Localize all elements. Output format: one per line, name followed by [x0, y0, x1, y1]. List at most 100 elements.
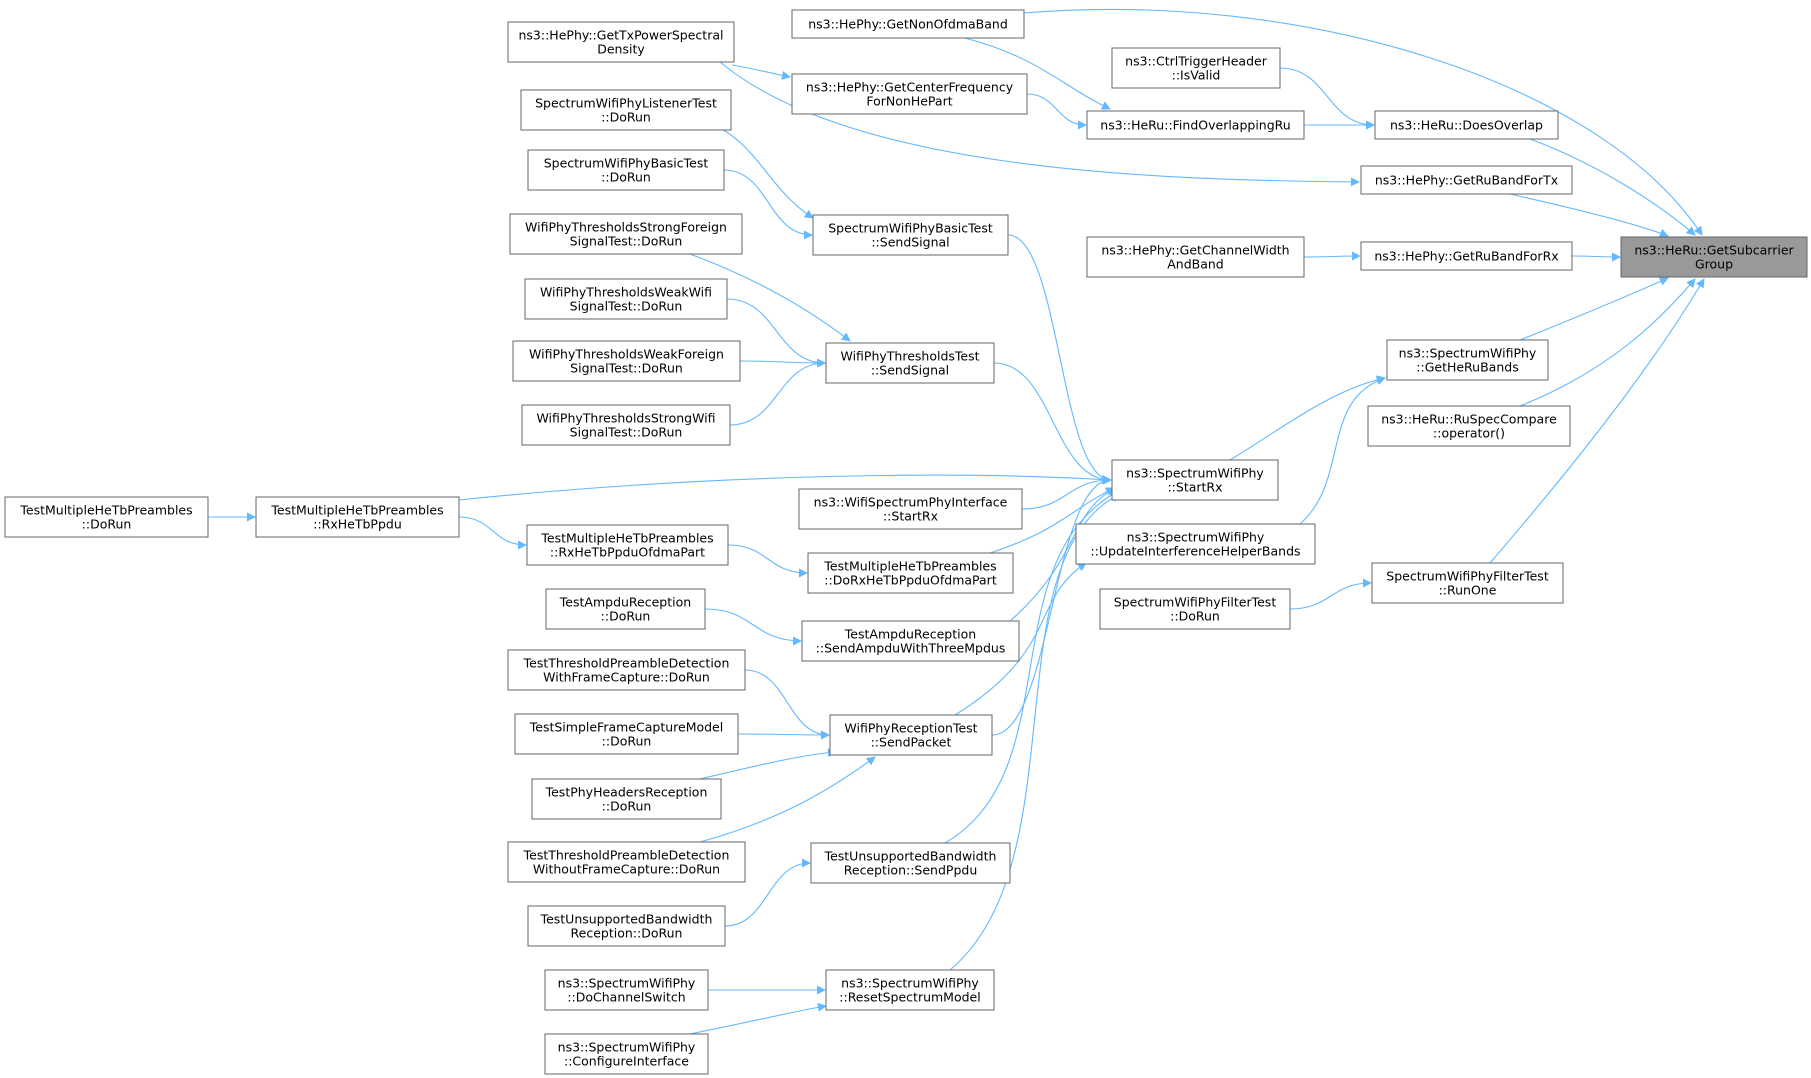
node-sendampdu[interactable]: TestAmpduReception::SendAmpduWithThreeMp… [801, 620, 1020, 662]
edge-filtertest-runone-to-getsubcarriergroup [1489, 278, 1705, 564]
edge-getnonofdmaband-to-getsubcarriergroup [1023, 8, 1703, 236]
node-label: ::DoRun [602, 799, 652, 814]
node-dorxhetbppduofdmapart[interactable]: TestMultipleHeTbPreambles::DoRxHeTbPpduO… [807, 552, 1014, 594]
node-preambledetection-with-dorun[interactable]: TestThresholdPreambleDetectionWithFrameC… [507, 649, 746, 691]
node-label: TestMultipleHeTbPreambles [540, 531, 713, 546]
node-label: ::RxHeTbPpduOfdmaPart [550, 545, 705, 560]
node-box [507, 21, 735, 63]
node-weakwifi-dorun[interactable]: WifiPhyThresholdsWeakWifiSignalTest::DoR… [524, 278, 728, 320]
node-box [526, 524, 729, 566]
node-box [507, 649, 746, 691]
node-box [810, 842, 1011, 884]
node-box [1075, 523, 1316, 565]
node-filtertest-dorun[interactable]: SpectrumWifiPhyFilterTest::DoRun [1099, 588, 1291, 630]
edge-getcenterfrequency-to-findoverlappingru [1026, 93, 1087, 130]
node-label: ns3::HeRu::DoesOverlap [1390, 118, 1543, 133]
node-label: ns3::HePhy::GetCenterFrequency [806, 80, 1014, 95]
node-getcenterfrequency[interactable]: ns3::HePhy::GetCenterFrequencyForNonHePa… [791, 73, 1028, 115]
node-label: AndBand [1167, 257, 1224, 272]
node-label: ns3::HeRu::GetSubcarrier [1634, 243, 1794, 258]
node-startrx[interactable]: ns3::SpectrumWifiPhy::StartRx [1111, 459, 1279, 501]
node-strongwifi-dorun[interactable]: WifiPhyThresholdsStrongWifiSignalTest::D… [521, 404, 731, 446]
node-label: SignalTest::DoRun [570, 361, 683, 376]
node-box [825, 342, 995, 384]
edge-ruspeccompare-to-getsubcarriergroup [1519, 278, 1696, 407]
node-findoverlappingru[interactable]: ns3::HeRu::FindOverlappingRu [1086, 110, 1305, 140]
node-ampdu-dorun[interactable]: TestAmpduReception::DoRun [545, 588, 706, 630]
node-label: ns3::HePhy::GetTxPowerSpectral [519, 28, 724, 43]
node-ctrltrigger-isvalid[interactable]: ns3::CtrlTriggerHeader::IsValid [1111, 47, 1281, 89]
node-basictest-sendsignal[interactable]: SpectrumWifiPhyBasicTest::SendSignal [812, 214, 1009, 256]
node-simpleframecapture-dorun[interactable]: TestSimpleFrameCaptureModel::DoRun [514, 713, 739, 755]
node-configureinterface[interactable]: ns3::SpectrumWifiPhy::ConfigureInterface [544, 1033, 709, 1075]
edge-thresholds-sendsignal-to-startrx [993, 362, 1112, 485]
node-label: WifiPhyThresholdsTest [840, 349, 979, 364]
node-label: WifiPhyThresholdsWeakForeign [529, 347, 724, 362]
node-reception-sendpacket[interactable]: WifiPhyReceptionTest::SendPacket [829, 714, 993, 756]
node-label: ::SendPacket [871, 735, 952, 750]
edge-getnonofdmaband-to-findoverlappingru [964, 37, 1111, 110]
node-unsupported-sendppdu[interactable]: TestUnsupportedBandwidthReception::SendP… [810, 842, 1011, 884]
node-getrubandforrx[interactable]: ns3::HePhy::GetRuBandForRx [1360, 241, 1573, 271]
node-getrubandfortx[interactable]: ns3::HePhy::GetRuBandForTx [1360, 165, 1573, 195]
edge-gettxpsd-to-getcenterfrequency [731, 64, 791, 80]
edge-ctrltrigger-isvalid-to-doesoverlap [1279, 67, 1375, 130]
node-label: WithoutFrameCapture::DoRun [533, 862, 720, 877]
node-label: SpectrumWifiPhyFilterTest [1114, 595, 1277, 610]
node-label: SpectrumWifiPhyBasicTest [544, 156, 709, 171]
node-box [1086, 110, 1305, 140]
node-box [527, 149, 725, 191]
node-label: Reception::DoRun [571, 926, 683, 941]
edge-weakforeign-dorun-to-thresholds-sendsignal [739, 358, 826, 368]
node-updateinterference[interactable]: ns3::SpectrumWifiPhy::UpdateInterference… [1075, 523, 1316, 565]
node-label: ::DoRun [601, 110, 651, 125]
node-label: ns3::SpectrumWifiPhy [1399, 346, 1537, 361]
node-label: SpectrumWifiPhyBasicTest [828, 221, 993, 236]
edge-configureinterface-to-resetspectrummodel [689, 1002, 827, 1035]
node-label: Group [1695, 257, 1733, 272]
node-thresholds-sendsignal[interactable]: WifiPhyThresholdsTest::SendSignal [825, 342, 995, 384]
node-label: TestPhyHeadersReception [545, 785, 708, 800]
node-label: ns3::HePhy::GetChannelWidth [1101, 243, 1289, 258]
node-interface-startrx[interactable]: ns3::WifiSpectrumPhyInterface::StartRx [798, 488, 1023, 530]
node-label: ns3::SpectrumWifiPhy [558, 1040, 696, 1055]
node-phyheaders-dorun[interactable]: TestPhyHeadersReception::DoRun [531, 778, 722, 820]
node-box [524, 278, 728, 320]
node-basictest-dorun[interactable]: SpectrumWifiPhyBasicTest::DoRun [527, 149, 725, 191]
node-weakforeign-dorun[interactable]: WifiPhyThresholdsWeakForeignSignalTest::… [512, 340, 741, 382]
node-rxhetbppduofdmapart[interactable]: TestMultipleHeTbPreambles::RxHeTbPpduOfd… [526, 524, 729, 566]
node-box [798, 488, 1023, 530]
node-label: ns3::SpectrumWifiPhy [1126, 466, 1264, 481]
node-box [1371, 562, 1564, 604]
edge-rxhetbppdu-to-rxhetbppduofdmapart [458, 516, 527, 550]
node-box [512, 340, 741, 382]
edge-doesoverlap-to-getsubcarriergroup [1529, 138, 1696, 236]
node-box [1099, 588, 1291, 630]
node-resetspectrummodel[interactable]: ns3::SpectrumWifiPhy::ResetSpectrumModel [825, 969, 995, 1011]
node-getherubands[interactable]: ns3::SpectrumWifiPhy::GetHeRuBands [1386, 339, 1549, 381]
node-rxhetbppdu[interactable]: TestMultipleHeTbPreambles::RxHeTbPpdu [255, 496, 460, 538]
node-label: ::DoRun [602, 734, 652, 749]
edge-listenertest-dorun-to-basictest-sendsignal [719, 127, 814, 219]
node-getnonofdmaband[interactable]: ns3::HePhy::GetNonOfdmaBand [791, 9, 1025, 39]
node-label: SignalTest::DoRun [570, 234, 683, 249]
node-doesoverlap[interactable]: ns3::HeRu::DoesOverlap [1374, 110, 1559, 140]
edge-getchannelwidthandband-to-getrubandforrx [1303, 251, 1361, 261]
node-ruspeccompare[interactable]: ns3::HeRu::RuSpecCompare::operator() [1367, 405, 1571, 447]
node-strongforeign-dorun[interactable]: WifiPhyThresholdsStrongForeignSignalTest… [509, 213, 743, 255]
node-label: ::SendSignal [871, 235, 949, 250]
node-dochannelswitch[interactable]: ns3::SpectrumWifiPhy::DoChannelSwitch [544, 969, 709, 1011]
node-label: TestMultipleHeTbPreambles [19, 503, 192, 518]
node-preambledetection-without-dorun[interactable]: TestThresholdPreambleDetectionWithoutFra… [507, 841, 746, 883]
node-box [255, 496, 460, 538]
edge-reception-sendpacket-to-updateinterference [954, 562, 1087, 716]
node-listenertest-dorun[interactable]: SpectrumWifiPhyListenerTest::DoRun [520, 89, 732, 131]
node-multiplehetb-dorun[interactable]: TestMultipleHeTbPreambles::DoRun [4, 496, 209, 538]
node-label: Density [597, 42, 645, 57]
node-filtertest-runone[interactable]: SpectrumWifiPhyFilterTest::RunOne [1371, 562, 1564, 604]
node-box [825, 969, 995, 1011]
